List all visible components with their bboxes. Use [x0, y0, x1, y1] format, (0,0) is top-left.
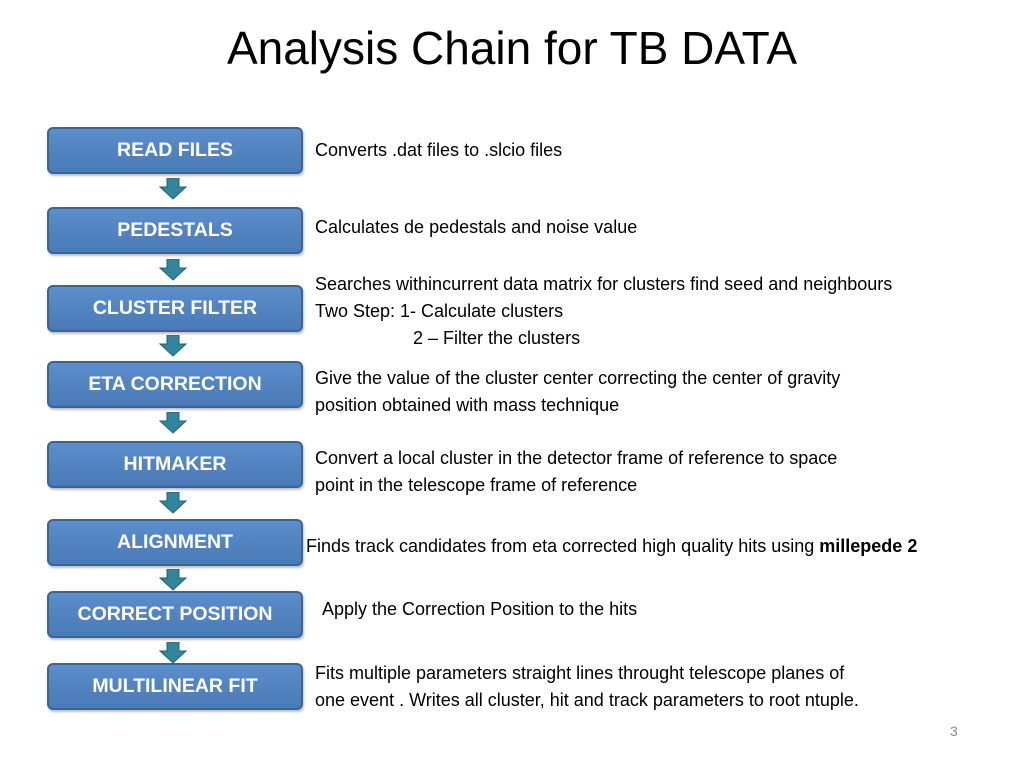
- step-pedestals: PEDESTALS: [47, 207, 303, 254]
- desc-bold-text: millepede 2: [819, 536, 918, 556]
- step-read-files: READ FILES: [47, 127, 303, 174]
- desc-alignment: Finds track candidates from eta correcte…: [306, 533, 917, 560]
- slide-title: Analysis Chain for TB DATA: [226, 22, 798, 74]
- down-arrow-icon: [159, 178, 187, 200]
- desc-text: Finds track candidates from eta correcte…: [306, 536, 815, 556]
- down-arrow-icon: [159, 492, 187, 514]
- desc-line: position obtained with mass technique: [315, 395, 620, 415]
- desc-line: Convert a local cluster in the detector …: [315, 448, 838, 468]
- desc-multilinear-fit: Fits multiple parameters straight lines …: [315, 660, 859, 714]
- down-arrow-icon: [159, 412, 187, 434]
- down-arrow-icon: [159, 259, 187, 281]
- step-correct-position: CORRECT POSITION: [47, 591, 303, 638]
- desc-line: 2 – Filter the clusters: [413, 328, 581, 348]
- desc-correct-position: Apply the Correction Position to the hit…: [322, 599, 638, 619]
- down-arrow-icon: [159, 569, 187, 591]
- page-number: 3: [950, 723, 958, 739]
- desc-hitmaker: Convert a local cluster in the detector …: [315, 445, 837, 499]
- down-arrow-icon: [159, 335, 187, 357]
- desc-read-files: Converts .dat files to .slcio files: [315, 140, 563, 160]
- step-cluster-filter: CLUSTER FILTER: [47, 285, 303, 332]
- desc-line: one event . Writes all cluster, hit and …: [315, 690, 859, 710]
- desc-eta-correction: Give the value of the cluster center cor…: [315, 365, 840, 419]
- desc-cluster-filter: Searches withincurrent data matrix for c…: [315, 271, 892, 352]
- desc-line: point in the telescope frame of referenc…: [315, 475, 638, 495]
- step-eta-correction: ETA CORRECTION: [47, 361, 303, 408]
- down-arrow-icon: [159, 642, 187, 664]
- desc-pedestals: Calculates de pedestals and noise value: [315, 217, 638, 237]
- desc-line: Fits multiple parameters straight lines …: [315, 663, 845, 683]
- desc-line: Searches withincurrent data matrix for c…: [315, 274, 893, 294]
- desc-line: Give the value of the cluster center cor…: [315, 368, 841, 388]
- step-hitmaker: HITMAKER: [47, 441, 303, 488]
- step-multilinear-fit: MULTILINEAR FIT: [47, 663, 303, 710]
- desc-line: Two Step: 1- Calculate clusters: [315, 301, 564, 321]
- step-alignment: ALIGNMENT: [47, 519, 303, 566]
